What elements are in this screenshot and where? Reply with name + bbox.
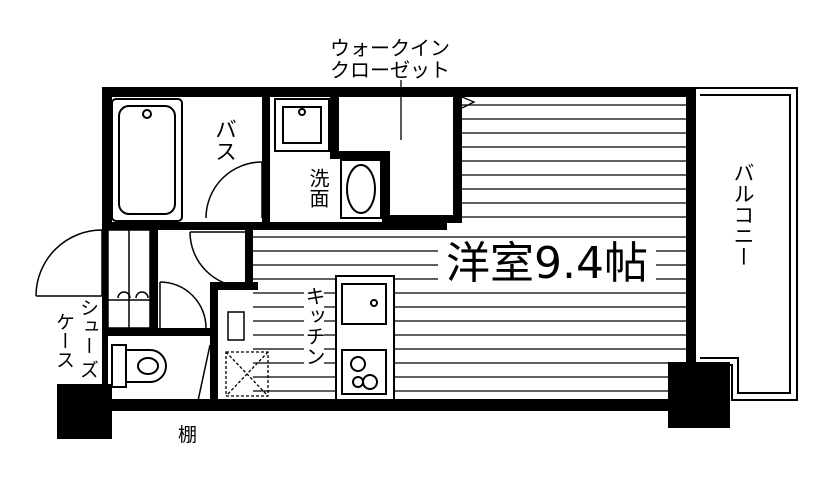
western-room-label: 洋室9.4帖 <box>438 240 656 288</box>
shelf <box>195 311 245 411</box>
shoe-case-label-1: シュー <box>77 298 99 355</box>
washbasin-icon <box>274 98 330 152</box>
inner-walls <box>105 97 462 400</box>
washer-icon <box>340 159 382 219</box>
washroom-door <box>272 223 382 228</box>
toilet-icon <box>111 344 167 388</box>
entrance-door <box>35 229 103 297</box>
kitchen-label: キッチン <box>302 286 326 366</box>
washroom-label: 洗面 <box>306 168 330 208</box>
balcony-label: バルコニー <box>731 162 755 267</box>
shoe-case-label-2: ズ <box>77 360 99 379</box>
bath-label: バス <box>211 118 236 162</box>
shelf-label: 棚 <box>178 424 198 446</box>
refrigerator-space <box>225 351 269 397</box>
columns <box>57 362 730 439</box>
room-door <box>189 231 246 288</box>
shoe-case <box>107 229 151 329</box>
kitchen-counter <box>335 275 395 401</box>
walkin-closet <box>400 80 476 140</box>
shoe-case-label-3: ケース <box>53 312 75 369</box>
bath-door <box>205 161 263 219</box>
toilet-door <box>159 281 207 329</box>
bathtub-icon <box>111 98 183 222</box>
walkin-closet-label-1: ウォークイン <box>330 36 450 60</box>
walkin-closet-label-2: クローゼット <box>330 58 450 82</box>
